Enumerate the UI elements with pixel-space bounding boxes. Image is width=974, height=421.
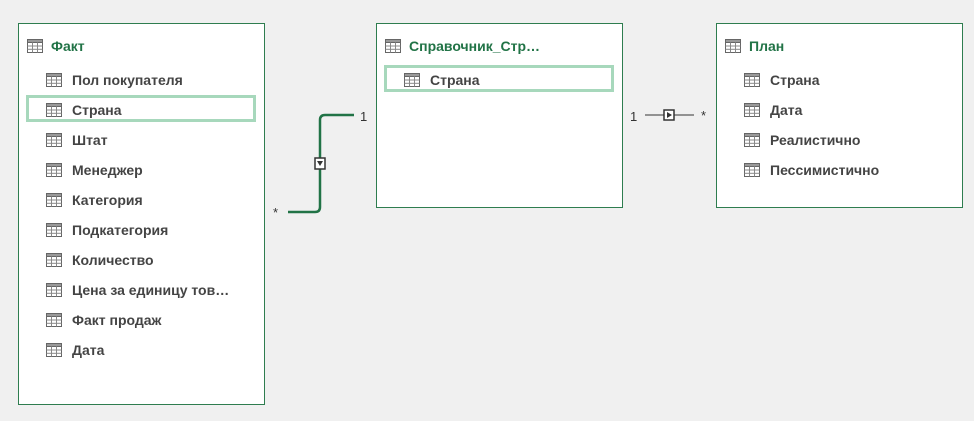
relationship-one-marker: 1 [360,109,368,124]
field-item[interactable]: Дата [46,340,104,360]
field-label: Реалистично [770,132,861,148]
field-label: Количество [72,252,154,268]
table-column-icon [46,223,62,237]
table-header[interactable]: Факт [27,36,85,56]
field-item[interactable]: Факт продаж [46,310,161,330]
table-column-icon [46,283,62,297]
table-header[interactable]: План [725,36,784,56]
relationship-spravochnik-plan[interactable] [645,109,694,121]
field-item[interactable]: Цена за единицу тов… [46,280,229,300]
field-label: Пол покупателя [72,72,183,88]
field-label: Штат [72,132,108,148]
field-item[interactable]: Пессимистично [744,160,879,180]
table-column-icon [46,343,62,357]
table-column-icon [744,73,760,87]
field-item[interactable]: Страна [384,65,613,92]
field-label: Подкатегория [72,222,169,238]
field-label: Пессимистично [770,162,880,178]
relationship-many-marker: * [701,108,707,123]
field-label: Менеджер [72,162,143,178]
field-item[interactable]: Количество [46,250,154,270]
table-column-icon [744,163,760,177]
table-column-icon [46,193,62,207]
field-label: Страна [430,72,480,88]
field-item[interactable]: Страна [744,70,820,90]
table-title: Факт [51,38,85,54]
table-column-icon [46,73,62,87]
field-label: Дата [72,342,105,358]
table-column-icon [46,313,62,327]
field-item[interactable]: Реалистично [744,130,860,150]
table-column-icon [46,253,62,267]
field-item[interactable]: Категория [46,190,143,210]
table-title: План [749,38,785,54]
field-label: Дата [770,102,803,118]
table-column-icon [46,133,62,147]
field-label: Страна [72,102,122,118]
table-column-icon [46,163,62,177]
relationship-fakt-spravochnik[interactable] [288,113,354,214]
table-column-icon [744,103,760,117]
field-label: Цена за единицу тов… [72,282,230,298]
field-item[interactable]: Страна [26,95,255,122]
relationship-one-marker: 1 [630,109,638,124]
table-header[interactable]: Справочник_Стр… [385,36,540,56]
field-label: Факт продаж [72,312,162,328]
field-item[interactable]: Штат [46,130,108,150]
table-icon [27,39,43,53]
field-label: Категория [72,192,143,208]
field-item[interactable]: Подкатегория [46,220,168,240]
table-column-icon [46,103,62,117]
table-icon [385,39,401,53]
table-card-spravochnik[interactable]: Справочник_Стр… Страна [376,23,623,208]
field-item[interactable]: Дата [744,100,802,120]
field-label: Страна [770,72,820,88]
table-column-icon [744,133,760,147]
relationship-many-marker: * [273,205,279,220]
table-column-icon [404,73,420,87]
table-icon [725,39,741,53]
field-item[interactable]: Менеджер [46,160,143,180]
table-title: Справочник_Стр… [409,38,541,54]
field-item[interactable]: Пол покупателя [46,70,183,90]
